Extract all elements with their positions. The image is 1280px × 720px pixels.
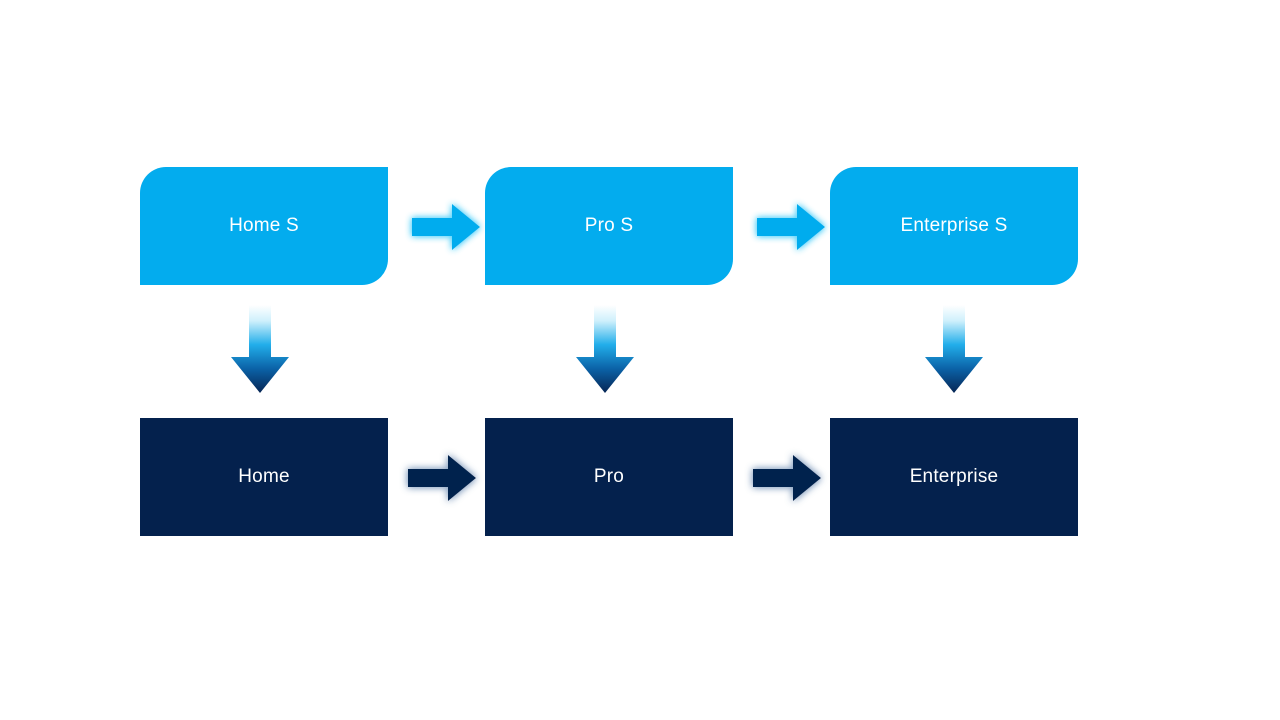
node-pro-s[interactable]: Pro S [485,167,733,285]
down-arrow-home [226,305,294,397]
right-arrow-shape [757,204,825,250]
node-enterprise-s[interactable]: Enterprise S [830,167,1078,285]
node-home[interactable]: Home [140,418,388,536]
node-enterprise-label: Enterprise [909,465,999,487]
down-arrow-enterprise [920,305,988,397]
down-arrow-shape [231,305,289,393]
node-home-label: Home [238,465,290,487]
node-pro-s-label: Pro S [584,214,634,236]
plan-arrow-2 [747,449,825,507]
node-enterprise-s-label: Enterprise S [900,214,1008,236]
node-pro-label: Pro [593,465,625,487]
node-home-s[interactable]: Home S [140,167,388,285]
service-arrow-2 [751,198,829,256]
plan-arrow-1 [402,449,480,507]
node-home-s-label: Home S [229,214,299,236]
node-enterprise[interactable]: Enterprise [830,418,1078,536]
node-pro[interactable]: Pro [485,418,733,536]
down-arrow-shape [925,305,983,393]
right-arrow-shape [753,455,821,501]
right-arrow-shape [412,204,480,250]
down-arrow-pro [571,305,639,397]
service-arrow-1 [406,198,484,256]
down-arrow-shape [576,305,634,393]
right-arrow-shape [408,455,476,501]
